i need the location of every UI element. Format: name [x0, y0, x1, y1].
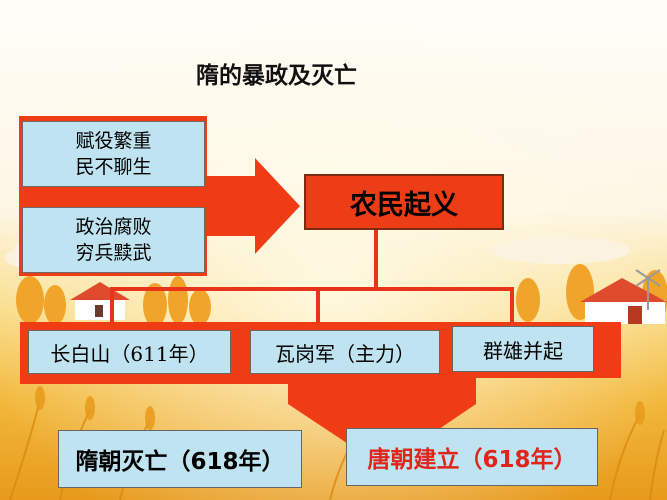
cause-box-1: 赋役繁重 民不聊生: [22, 121, 205, 187]
branch-changbaishan-label: 长白山（611年）: [50, 341, 209, 366]
branch-box-changbaishan: 长白山（611年）: [28, 330, 231, 374]
cause-2-line-1: 政治腐败: [75, 216, 152, 238]
branch-wagang-label: 瓦岗军（主力）: [275, 341, 415, 366]
sui-fall-box: 隋朝灭亡（618年）: [58, 430, 302, 488]
arrow-right: [205, 158, 300, 254]
cause-box-2: 政治腐败 穷兵黩武: [22, 207, 205, 273]
sui-fall-label: 隋朝灭亡（618年）: [75, 449, 285, 475]
cause-2-line-2: 穷兵黩武: [75, 242, 152, 264]
tang-founding-label: 唐朝建立（618年）: [367, 447, 577, 473]
connector-drop-middle: [316, 287, 320, 332]
connector-vertical: [374, 226, 378, 289]
diagram-title: 隋的暴政及灭亡: [196, 63, 357, 89]
branch-box-wagang: 瓦岗军（主力）: [250, 330, 440, 374]
connector-drop-right: [510, 287, 514, 332]
peasant-uprising-label: 农民起义: [350, 189, 458, 221]
branch-box-warlords: 群雄并起: [452, 326, 594, 372]
cause-1-line-1: 赋役繁重: [75, 130, 152, 152]
connector-horizontal: [110, 287, 514, 291]
barn-right: [580, 278, 667, 324]
cause-1-line-2: 民不聊生: [75, 156, 152, 178]
branch-warlords-label: 群雄并起: [483, 338, 563, 363]
cloud-right: [490, 236, 630, 264]
connector-drop-left: [110, 287, 114, 332]
tang-founding-box: 唐朝建立（618年）: [346, 428, 598, 486]
peasant-uprising-box: 农民起义: [304, 174, 504, 230]
windmill: [635, 269, 661, 310]
